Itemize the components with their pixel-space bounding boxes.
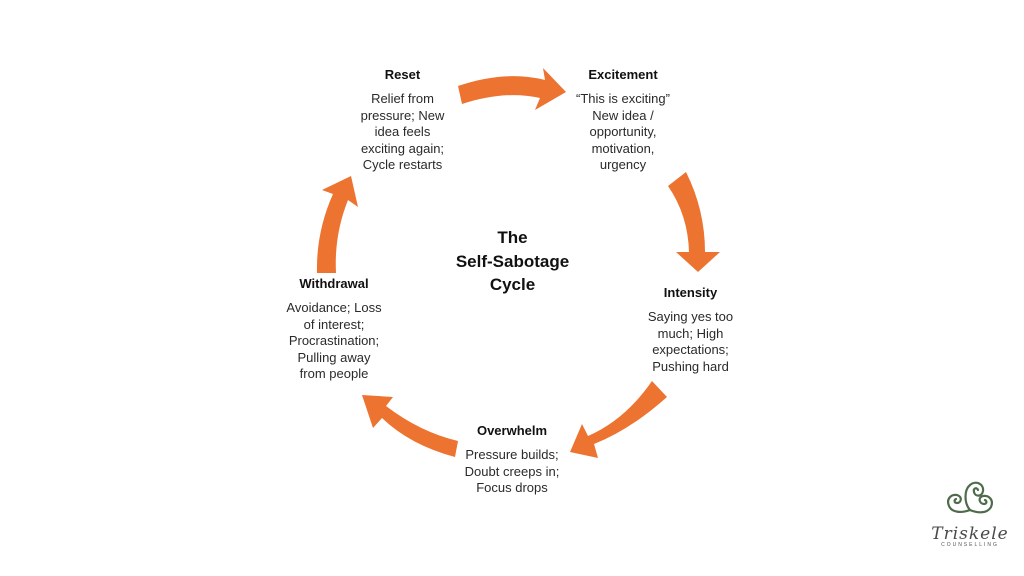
stage-description: Avoidance; Loss of interest; Procrastina… — [286, 300, 382, 382]
stage-title: Withdrawal — [299, 276, 369, 291]
stage-description: Saying yes too much; High expectations; … — [647, 309, 734, 374]
arrow-overwhelm-to-withdrawal — [362, 395, 458, 457]
stage-excitement: Excitement “This is exciting” New idea /… — [563, 67, 683, 174]
triskele-icon — [947, 481, 993, 514]
stage-withdrawal: Withdrawal Avoidance; Loss of interest; … — [273, 276, 395, 383]
arrow-intensity-to-overwhelm — [570, 381, 667, 458]
diagram-title: The Self-Sabotage Cycle — [455, 228, 570, 294]
arrow-excitement-to-intensity — [668, 172, 720, 272]
brand-subtitle: COUNSELLING — [941, 542, 999, 548]
stage-title: Overwhelm — [476, 423, 548, 438]
stage-title: Intensity — [663, 285, 718, 300]
stage-reset: Reset Relief from pressure; New idea fee… — [345, 67, 460, 174]
stage-title: Excitement — [588, 67, 658, 82]
stage-overwhelm: Overwhelm Pressure builds; Doubt creeps … — [447, 423, 577, 497]
stage-intensity: Intensity Saying yes too much; High expe… — [633, 285, 748, 375]
stage-title: Reset — [384, 67, 421, 82]
arrow-reset-to-excitement — [458, 68, 566, 110]
arrow-withdrawal-to-reset — [316, 176, 358, 273]
stage-description: Pressure builds; Doubt creeps in; Focus … — [464, 447, 560, 496]
stage-description: “This is exciting” New idea / opportunit… — [576, 91, 670, 173]
brand-logo: Triskele COUNSELLING — [925, 524, 1015, 548]
stage-description: Relief from pressure; New idea feels exc… — [360, 91, 445, 173]
brand-name: Triskele — [931, 524, 1009, 544]
